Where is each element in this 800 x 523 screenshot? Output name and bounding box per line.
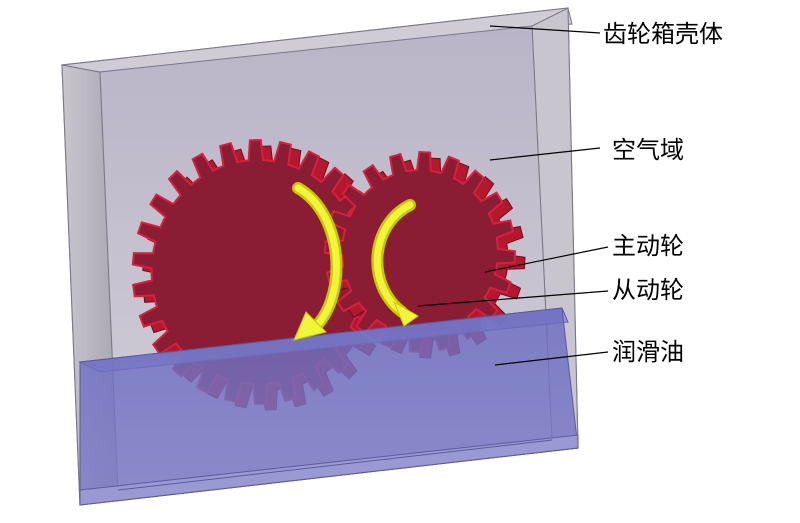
housing-bottom-rim xyxy=(79,434,579,506)
leader-air xyxy=(489,147,601,161)
label-driving-gear: 主动轮 xyxy=(612,232,684,260)
leader-lines xyxy=(417,25,609,366)
driven-arrow-head xyxy=(392,300,419,327)
label-oil: 润滑油 xyxy=(612,338,684,366)
leader-housing xyxy=(489,25,601,34)
label-housing: 齿轮箱壳体 xyxy=(603,20,723,48)
leader-driven xyxy=(417,290,609,307)
driven-rotation-arrow-core xyxy=(373,201,414,316)
lubricating-oil xyxy=(78,307,579,506)
label-driven-gear: 从动轮 xyxy=(612,276,684,304)
housing-top-rim xyxy=(61,7,573,73)
label-air: 空气域 xyxy=(612,136,684,164)
driving-rotation-arrow-core xyxy=(294,184,340,334)
leader-oil xyxy=(494,351,609,366)
oil-inner-edge xyxy=(117,439,553,491)
driving-arrow-head xyxy=(293,311,327,341)
rotation-arrows xyxy=(292,182,419,341)
leader-driving xyxy=(484,246,609,273)
